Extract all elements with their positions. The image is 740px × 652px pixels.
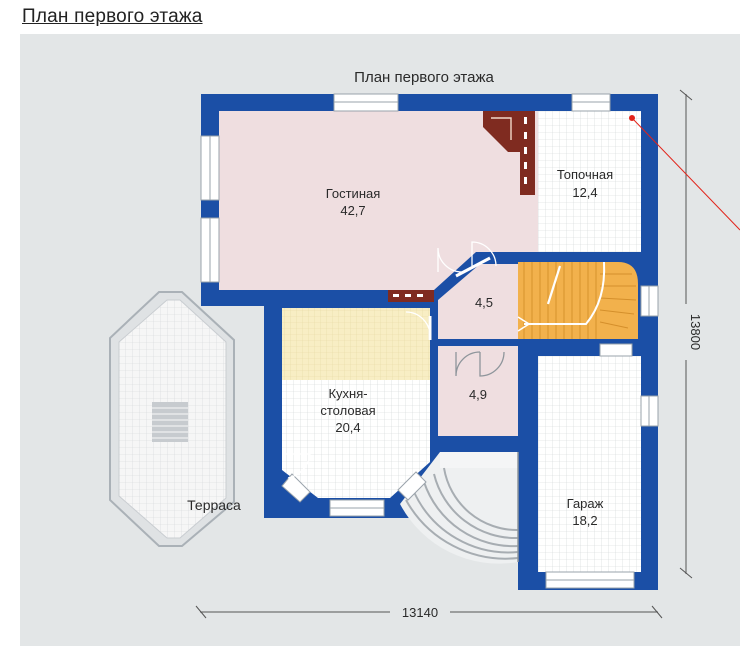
- chimney-vent: [388, 290, 434, 302]
- page-heading[interactable]: План первого этажа: [22, 6, 203, 27]
- dimension-depth-label: 13800: [688, 314, 703, 350]
- entrance-steps: [400, 436, 519, 564]
- room-garage: Гараж 18,2: [538, 356, 641, 572]
- terrace-steps: [152, 402, 188, 442]
- wc-area: 4,9: [469, 387, 487, 402]
- room-living: Гостиная 42,7: [219, 111, 538, 290]
- terrace-label: Терраса: [187, 497, 241, 513]
- living-name: Гостиная: [326, 186, 381, 201]
- garage-area: 18,2: [572, 513, 597, 528]
- garage-name: Гараж: [567, 496, 604, 511]
- room-kitchen: Кухня- столовая 20,4: [282, 308, 430, 498]
- room-hall: 4,5: [438, 264, 518, 339]
- floor-plan-panel: План первого этажа Терраса Гостиная 42,7…: [20, 34, 740, 646]
- boiler-name: Топочная: [557, 167, 613, 182]
- kitchen-area: 20,4: [335, 420, 360, 435]
- floor-plan-drawing: План первого этажа Терраса Гостиная 42,7…: [109, 69, 740, 620]
- terrace: Терраса: [109, 291, 241, 547]
- dimension-width: 13140: [195, 604, 663, 620]
- marker-pointer: [629, 115, 740, 231]
- room-wc: 4,9: [438, 346, 518, 436]
- dimension-depth: 13800: [678, 89, 703, 579]
- boiler-area: 12,4: [572, 185, 597, 200]
- staircase: [517, 261, 638, 339]
- windows: [200, 93, 659, 589]
- doors: [282, 241, 505, 479]
- dimension-width-label: 13140: [402, 605, 438, 620]
- kitchen-name-2: столовая: [320, 403, 375, 418]
- plan-title: План первого этажа: [354, 69, 494, 86]
- hall-area: 4,5: [475, 295, 493, 310]
- room-boiler: Топочная 12,4: [538, 111, 641, 252]
- fireplace: [483, 111, 535, 195]
- living-area: 42,7: [340, 203, 365, 218]
- kitchen-name-1: Кухня-: [328, 386, 367, 401]
